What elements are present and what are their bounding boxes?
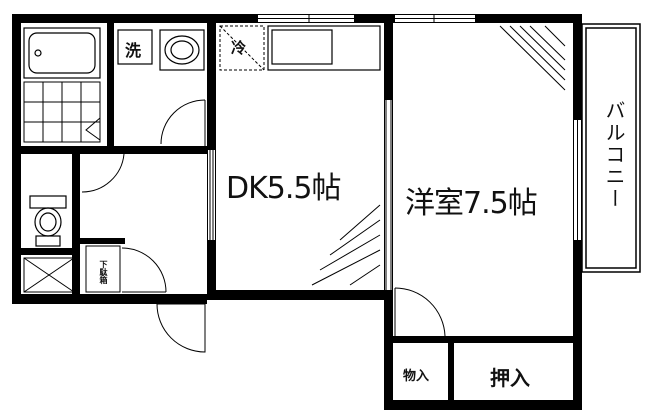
kitchen-sink [267,25,381,71]
wash-basin [159,29,205,71]
entrance-door [121,247,206,353]
room-label-shoe-box: 下駄箱 [99,260,108,284]
room-label-closet-large: 押入 [490,366,530,390]
windows [208,15,581,290]
balcony [581,23,641,273]
door-swing-hall [81,153,125,193]
room-label-western: 洋室7.5帖 [405,186,538,221]
room-label-dk: DK5.5帖 [226,171,341,206]
dk-hatch [311,204,381,286]
washer-box [117,29,153,65]
door-swing-washroom [160,99,206,146]
shoe-box [85,245,121,293]
room-label-closet-small: 物入 [403,369,430,384]
washer-label: 洗 [125,41,142,60]
fridge-space [219,25,265,71]
fridge-label: 冷 [231,39,247,57]
wall-marks [308,14,435,22]
western-hatch [499,25,566,91]
storage-x [23,257,75,293]
room-label-balcony: バルコニー [602,100,626,210]
toilet [29,195,67,247]
bath-floor-grid [23,81,101,143]
bathtub [23,27,101,79]
closet-door-swing [394,287,446,337]
